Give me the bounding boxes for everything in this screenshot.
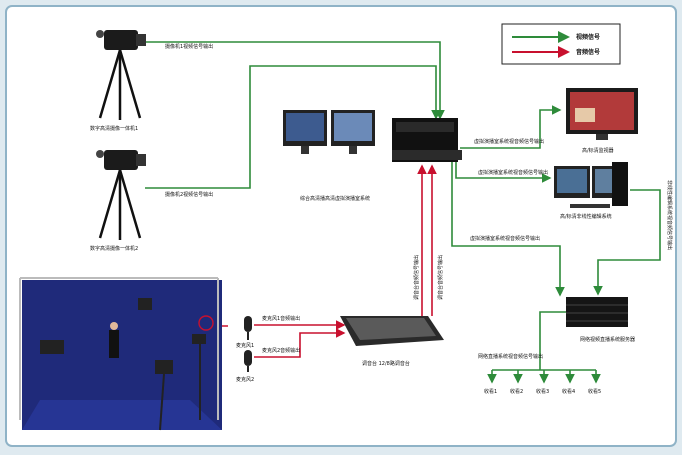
preview-monitors-icon — [283, 110, 375, 154]
workstation-icon — [392, 118, 462, 162]
monitor-icon — [566, 88, 638, 140]
main-system: 综合高清播高清虚拟演播室系统 — [283, 110, 462, 202]
camera2-label: 数字高清摄像一体机2 — [90, 245, 138, 252]
server: 网络视频直播系统服务器 — [566, 297, 635, 343]
lighting-truss — [19, 277, 219, 420]
monitor-label: 高/标清监视器 — [582, 147, 614, 154]
label-mixer-up1: 调音台音频信号输出 — [413, 255, 420, 300]
client-label: 收看1 — [484, 388, 497, 395]
client-list: 收看1 收看2 收看3 收看4 收看5 — [484, 388, 601, 395]
label-mic2-out: 麦克风2音频输出 — [262, 347, 300, 354]
mic1: 麦克风1 — [236, 316, 254, 349]
mic2-label: 麦克风2 — [236, 376, 254, 383]
label-to-monitor: 虚拟演播室系统视音频信号输出 — [474, 138, 544, 145]
camera2: 数字高清摄像一体机2 — [90, 150, 146, 252]
label-server-out: 网络直播系统视音频信号输出 — [478, 353, 543, 360]
camera1-icon — [96, 30, 146, 120]
editing-system: 高/标清非线性编辑系统 — [554, 162, 628, 220]
mic2: 麦克风2 — [236, 350, 254, 383]
client-label: 收看2 — [510, 388, 523, 395]
server-label: 网络视频直播系统服务器 — [580, 336, 635, 343]
editing-workstation-icon — [554, 162, 628, 208]
camera1-label: 数字高清摄像一体机1 — [90, 125, 138, 132]
audio-connections — [208, 164, 437, 358]
camera2-icon — [96, 150, 146, 240]
video-connections — [145, 41, 661, 384]
label-cam2-out: 摄像机2视频信号输出 — [165, 191, 213, 198]
label-cam1-out: 摄像机1视频信号输出 — [165, 43, 213, 50]
mic1-label: 麦克风1 — [236, 342, 254, 349]
server-icon — [566, 297, 628, 327]
mixer-icon — [340, 316, 444, 346]
highlight-marker — [198, 315, 214, 331]
presenter-figure — [109, 322, 119, 358]
label-mixer-up2: 调音台音频信号输出 — [437, 255, 444, 300]
microphone-icon — [244, 350, 252, 372]
editing-label: 高/标清非线性编辑系统 — [560, 213, 612, 220]
studio-light-icon — [40, 298, 206, 431]
legend-audio-label: 音频信号 — [576, 48, 600, 56]
legend-video-label: 视频信号 — [576, 33, 600, 41]
main-system-label: 综合高清播高清虚拟演播室系统 — [300, 195, 370, 202]
client-label: 收看5 — [588, 388, 601, 395]
label-to-server: 虚拟演播室系统视音频信号输出 — [470, 235, 540, 242]
microphone-icon — [244, 316, 252, 340]
legend: 视频信号 音频信号 — [501, 23, 621, 65]
client-label: 收看3 — [536, 388, 549, 395]
label-mic1-out: 麦克风1音频输出 — [262, 315, 300, 322]
mixer: 调音台 12/8路调音台 — [340, 316, 444, 367]
mixer-label: 调音台 12/8路调音台 — [362, 360, 410, 367]
studio-scene — [19, 277, 222, 431]
label-to-editing: 虚拟演播室系统视音频信号输出 — [478, 169, 548, 176]
camera1: 数字高清摄像一体机1 — [90, 30, 146, 132]
client-label: 收看4 — [562, 388, 575, 395]
monitor: 高/标清监视器 — [566, 88, 638, 154]
label-vertical-right: 非线性编辑系统视音频信号输出 — [666, 180, 673, 250]
